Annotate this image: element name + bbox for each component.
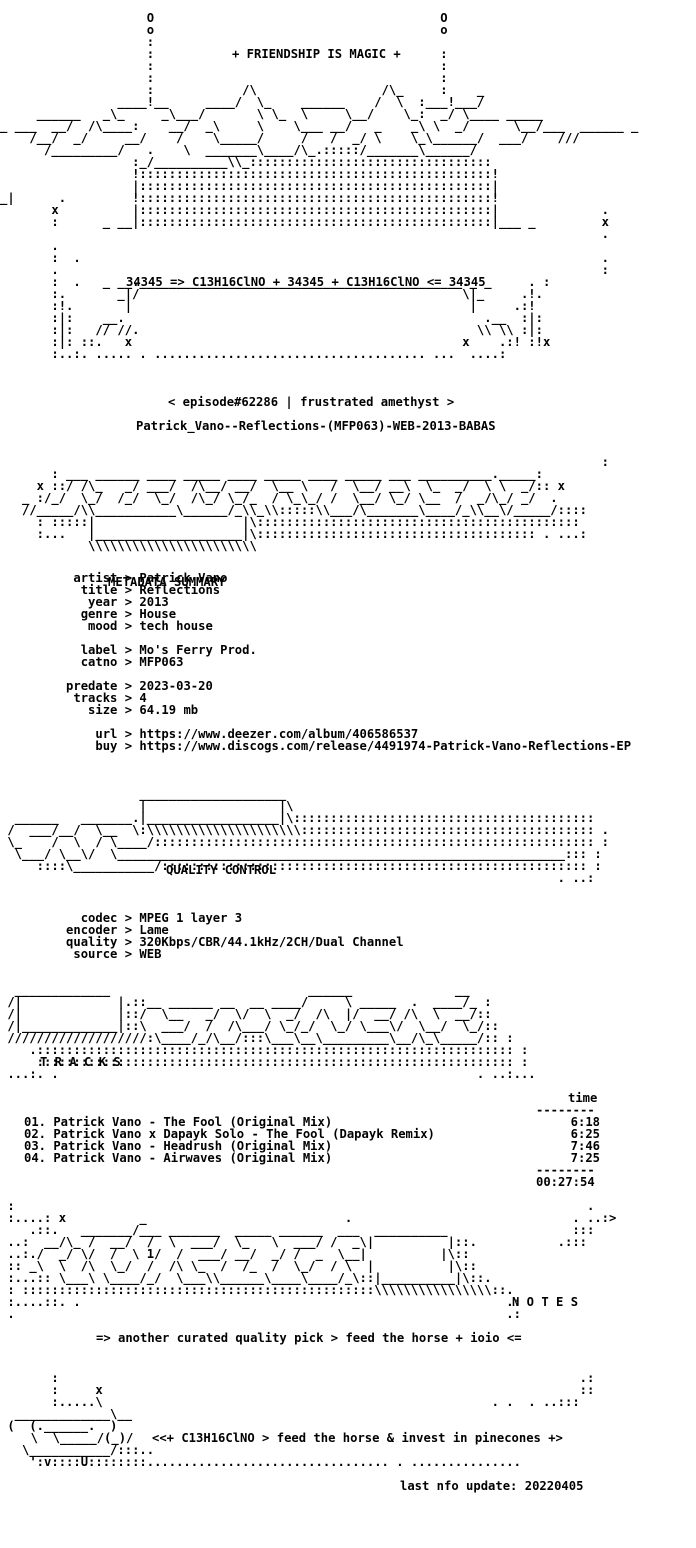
total-divider: -------- — [536, 1163, 595, 1177]
tracks-art: _____________ ______ __ /| |.::__ ______… — [7, 983, 536, 1081]
track-title: 03. Patrick Vano - Headrush (Original Mi… — [24, 1139, 333, 1153]
meta-catno-value: MFP063 — [139, 655, 184, 669]
header-art-bottom: : . . . : : . _ __.____________________ — [51, 251, 610, 361]
meta-row-mood: mood > tech house — [0, 619, 213, 633]
meta-row-genre: genre > House — [0, 607, 177, 621]
quality-quality-value: 320Kbps/CBR/44.1kHz/2CH/Dual Channel — [139, 935, 404, 949]
tracks-heading: T R A C K S — [40, 1055, 121, 1069]
meta-row-year: year > 2013 — [0, 595, 169, 609]
meta-url-link[interactable]: https://www.deezer.com/album/406586537 — [139, 727, 419, 741]
meta-row-catno: catno > MFP063 — [0, 655, 184, 669]
meta-mood-value: tech house — [139, 619, 213, 633]
notes-text: => another curated quality pick > feed t… — [96, 1331, 522, 1345]
time-divider: -------- — [536, 1103, 595, 1117]
total-time: 00:27:54 — [536, 1175, 595, 1189]
meta-row-tracks: tracks > 4 — [0, 691, 147, 705]
meta-genre-value: House — [139, 607, 177, 621]
notes-heading: N O T E S — [512, 1295, 579, 1309]
meta-row-buy: buy > https://www.discogs.com/release/44… — [0, 739, 632, 753]
quality-source-value: WEB — [139, 947, 162, 961]
quality-codec-value: MPEG 1 layer 3 — [139, 911, 243, 925]
metadata-art: : : ___ ______ ____ _____ ____ _____ ___… — [22, 455, 610, 553]
track-row-3: 03. Patrick Vano - Headrush (Original Mi… — [0, 1140, 696, 1152]
footer-tagline: <<+ C13H16ClNO > feed the horse & invest… — [152, 1431, 563, 1445]
meta-row-size: size > 64.19 mb — [0, 703, 199, 717]
meta-row-title: title > Reflections — [0, 583, 221, 597]
meta-buy-link[interactable]: https://www.discogs.com/release/4491974-… — [139, 739, 632, 753]
track-row-4: 04. Patrick Vano - Airwaves (Original Mi… — [0, 1152, 696, 1164]
track-time: 6:18 — [570, 1115, 600, 1129]
episode-line: < episode#62286 | frustrated amethyst > — [168, 395, 455, 409]
header-art-logo: : : : : : : : / — [0, 47, 639, 253]
quality-art: ____________________ | |\ ______ _______… — [7, 787, 610, 885]
quality-row-codec: codec > MPEG 1 layer 3 — [0, 911, 243, 925]
notes-art: : . :....: x _ . . ..:> .::. _______/___… — [7, 1199, 617, 1321]
quality-row-quality: quality > 320Kbps/CBR/44.1kHz/2CH/Dual C… — [0, 935, 404, 949]
meta-size-value: 64.19 mb — [139, 703, 199, 717]
quality-list: codec > MPEG 1 layer 3 encoder > Lame qu… — [0, 912, 696, 960]
quality-row-encoder: encoder > Lame — [0, 923, 169, 937]
last-update: last nfo update: 20220405 — [400, 1479, 584, 1493]
quality-row-source: source > WEB — [0, 947, 162, 961]
quality-heading: QUALITY CONTROL — [166, 863, 277, 877]
header-formula: 34345 => C13H16ClNO + 34345 + C13H16ClNO… — [126, 275, 486, 289]
track-title: 02. Patrick Vano x Dapayk Solo - The Foo… — [24, 1127, 435, 1141]
nfo-document: O O o o : + FRIENDSHIP IS MAGIC + : — [0, 11, 696, 1493]
footer-art: : .: : x :: :.....\ — [7, 1371, 595, 1433]
footer-art-horse: \ \_____/(_)/ — [16, 1431, 141, 1445]
header-art-top: O O o o : — [146, 11, 448, 49]
meta-tracks-value: 4 — [139, 691, 147, 705]
track-title: 04. Patrick Vano - Airwaves (Original Mi… — [24, 1151, 333, 1165]
meta-artist-value: Patrick Vano — [139, 571, 228, 585]
meta-row-label: label > Mo's Ferry Prod. — [0, 643, 257, 657]
footer-tagline-row: \ \_____/(_)/ <<+ C13H16ClNO > feed the … — [0, 1432, 696, 1444]
header-title: + FRIENDSHIP IS MAGIC + — [232, 47, 401, 61]
meta-year-value: 2013 — [139, 595, 169, 609]
meta-row-predate: predate > 2023-03-20 — [0, 679, 213, 693]
meta-row-url: url > https://www.deezer.com/album/40658… — [0, 727, 419, 741]
track-title: 01. Patrick Vano - The Fool (Original Mi… — [24, 1115, 333, 1129]
meta-title-value: Reflections — [139, 583, 221, 597]
release-name: Patrick_Vano--Reflections-(MFP063)-WEB-2… — [136, 419, 496, 433]
track-time: 6:25 — [570, 1127, 600, 1141]
metadata-list: artist > Patrick Vano title > Reflection… — [0, 572, 696, 752]
footer-art-base: \___________/:::.. ':v::::U::::::::.....… — [22, 1443, 521, 1469]
track-time: 7:46 — [570, 1139, 600, 1153]
tracklist: time -------- 01. Patrick Vano - The Foo… — [0, 1092, 696, 1188]
quality-encoder-value: Lame — [139, 923, 169, 937]
track-row-1: 01. Patrick Vano - The Fool (Original Mi… — [0, 1116, 696, 1128]
time-header: time — [568, 1091, 598, 1105]
meta-label-value: Mo's Ferry Prod. — [139, 643, 257, 657]
metadata-heading: METADATA SUMMARY — [108, 575, 226, 589]
meta-predate-value: 2023-03-20 — [139, 679, 213, 693]
track-row-2: 02. Patrick Vano x Dapayk Solo - The Foo… — [0, 1128, 696, 1140]
track-time: 7:25 — [570, 1151, 600, 1165]
meta-row-artist: artist > Patrick Vano — [0, 571, 228, 585]
